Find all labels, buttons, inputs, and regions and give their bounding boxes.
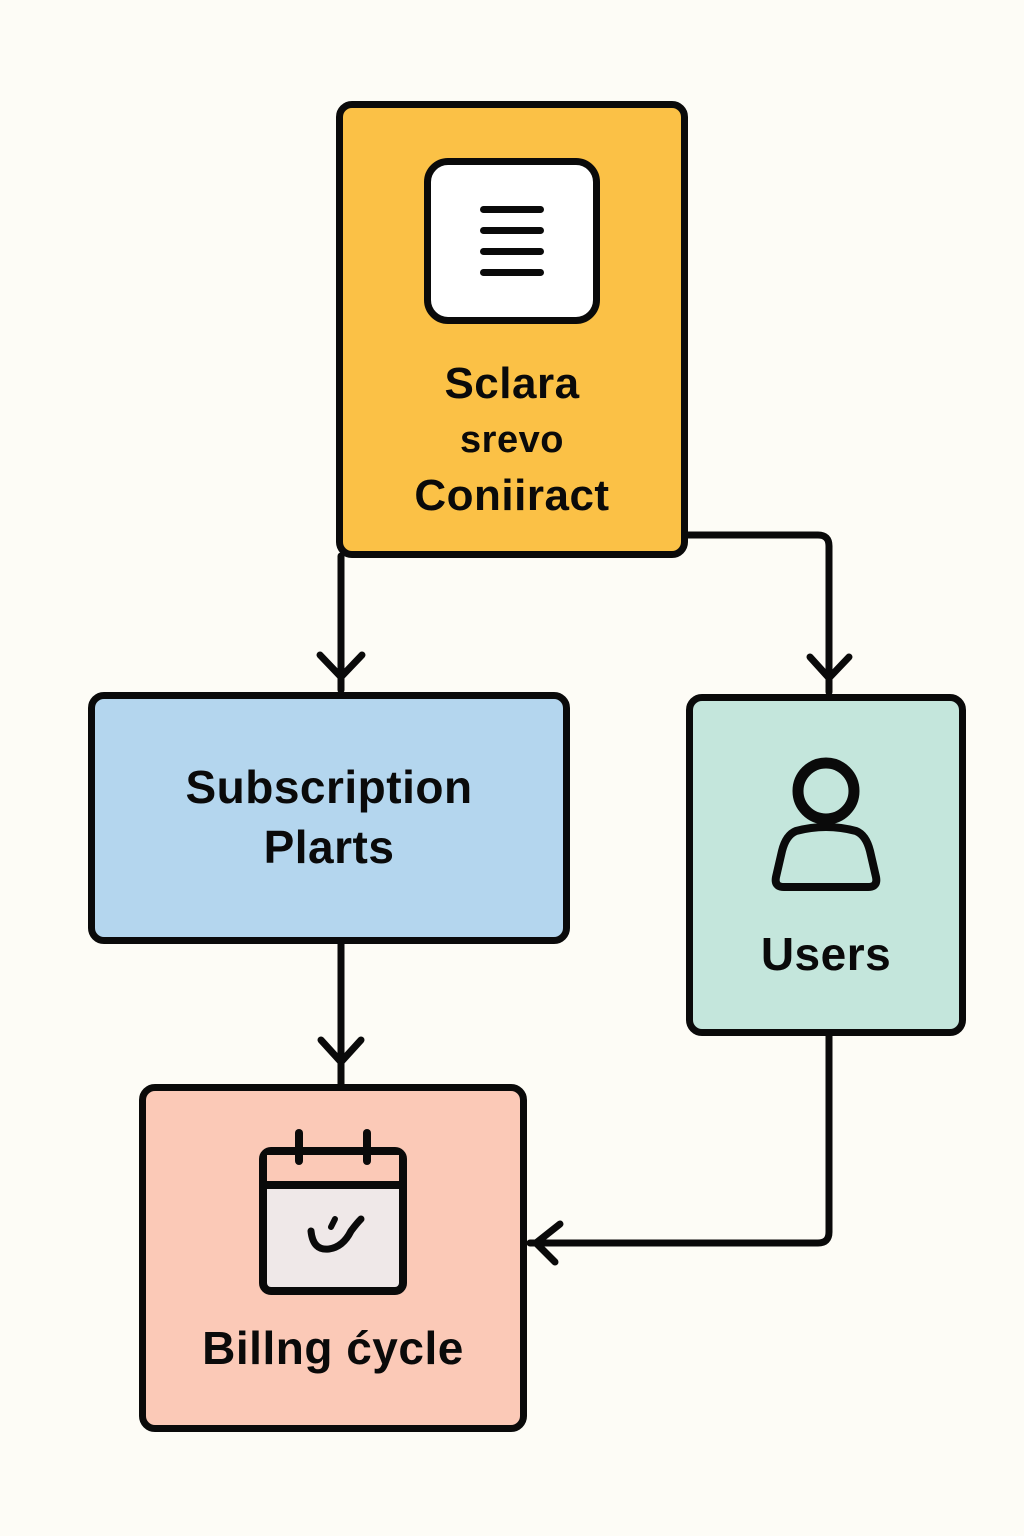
- edge-users-to-billing: [526, 1032, 833, 1247]
- node-contract-label-1: Sclara: [444, 359, 580, 408]
- calendar-check-icon: [259, 1129, 407, 1295]
- arrowhead-users: [806, 653, 853, 682]
- node-billing-cycle[interactable]: Billng ćycle: [139, 1084, 527, 1432]
- node-contract[interactable]: Sclara srevo Coniiract: [336, 101, 688, 558]
- edge-contract-to-users: [684, 531, 833, 696]
- node-plans-label-2: Plarts: [263, 821, 395, 873]
- document-icon: [424, 158, 600, 324]
- node-plans-label-1: Subscription: [185, 761, 473, 814]
- node-subscription-plans[interactable]: Subscription Plarts: [88, 692, 570, 944]
- arrowhead-billing-side: [532, 1220, 564, 1266]
- node-users[interactable]: Users: [686, 694, 966, 1036]
- user-icon: [771, 757, 881, 891]
- node-contract-label-2: srevo: [460, 419, 564, 461]
- node-billing-label: Billng ćycle: [202, 1322, 464, 1374]
- node-contract-label-3: Coniiract: [414, 471, 610, 520]
- arrowhead-plans: [316, 651, 366, 681]
- arrowhead-billing-top: [317, 1036, 365, 1066]
- node-users-label: Users: [760, 928, 892, 980]
